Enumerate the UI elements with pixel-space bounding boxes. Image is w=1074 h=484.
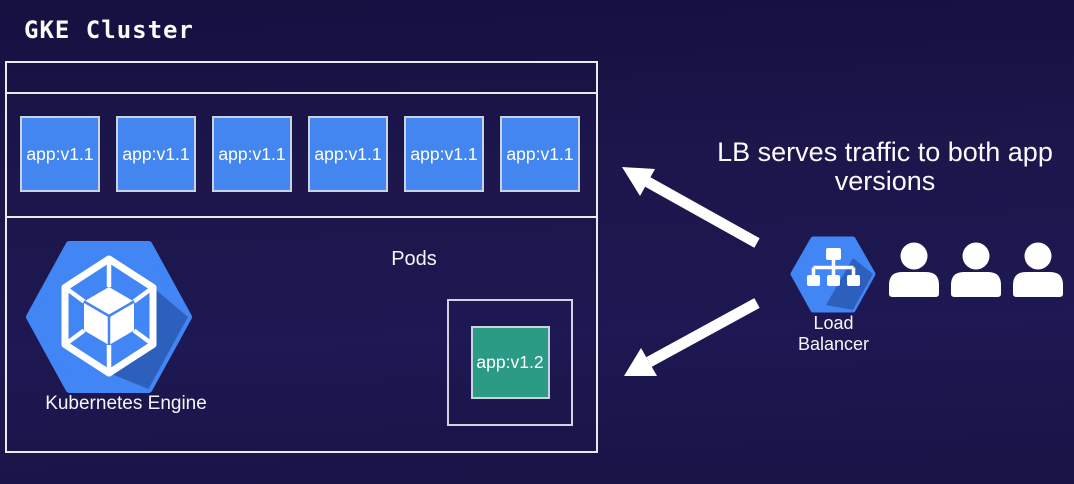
arrow-to-v2-pod (624, 298, 760, 376)
cluster-section-divider (7, 216, 596, 218)
pod-v1: app:v1.1 (308, 116, 388, 192)
diagram-title: GKE Cluster (24, 16, 194, 44)
pods-v1-row: app:v1.1 app:v1.1 app:v1.1 app:v1.1 app:… (20, 116, 580, 192)
load-balancer-icon (790, 236, 876, 313)
pod-v1: app:v1.1 (20, 116, 100, 192)
pod-v1: app:v1.1 (212, 116, 292, 192)
lb-annotation: LB serves traffic to both app versions (704, 137, 1066, 197)
cluster-header-strip (7, 63, 596, 94)
user-icon (889, 242, 939, 297)
user-icon (951, 242, 1001, 297)
pod-v2: app:v1.2 (470, 326, 550, 399)
gke-cluster-box: app:v1.1 app:v1.1 app:v1.1 app:v1.1 app:… (5, 61, 598, 453)
pod-v1: app:v1.1 (500, 116, 580, 192)
pod-v1: app:v1.1 (116, 116, 196, 192)
lb-annotation-line1: LB serves traffic to both app (717, 137, 1053, 167)
users-group (889, 242, 1063, 297)
load-balancer-label: Load Balancer (797, 313, 870, 354)
pods-section-label: Pods (391, 248, 437, 270)
pod-v1: app:v1.1 (404, 116, 484, 192)
pod-v2-container: app:v1.2 (447, 299, 573, 426)
user-icon (1013, 242, 1063, 297)
lb-annotation-line2: versions (834, 166, 936, 197)
kubernetes-engine-label: Kubernetes Engine (45, 393, 207, 414)
